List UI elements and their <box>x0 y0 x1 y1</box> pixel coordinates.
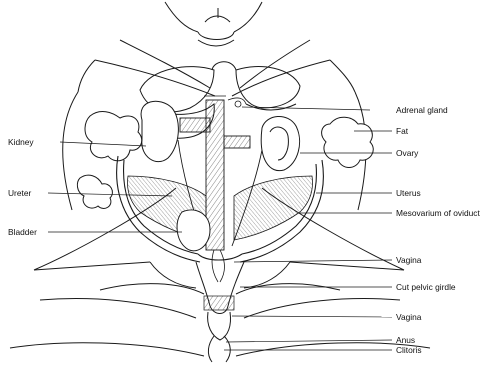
lower-tract <box>196 262 244 362</box>
sacral-block <box>204 296 234 310</box>
bladder <box>177 210 210 251</box>
label-ureter: Ureter <box>8 188 31 198</box>
label-anus: Anus <box>396 335 415 345</box>
label-fat: Fat <box>396 126 409 136</box>
label-cut-pelvic-girdle: Cut pelvic girdle <box>396 282 456 292</box>
leader-vagina-upper <box>234 260 392 262</box>
label-clitoris: Clitoris <box>396 345 422 355</box>
label-vagina-lower: Vagina <box>396 312 422 322</box>
fat-deposits <box>77 112 373 209</box>
label-vagina-upper: Vagina <box>396 255 422 265</box>
label-kidney: Kidney <box>8 137 34 147</box>
leader-vagina-lower <box>232 316 392 317</box>
leader-anus <box>226 340 392 342</box>
label-ovary: Ovary <box>396 148 419 158</box>
label-bladder: Bladder <box>8 227 37 237</box>
label-uterus: Uterus <box>396 188 421 198</box>
label-adrenal-gland: Adrenal gland <box>396 105 448 115</box>
label-mesovarium: Mesovarium of oviduct <box>396 208 480 218</box>
